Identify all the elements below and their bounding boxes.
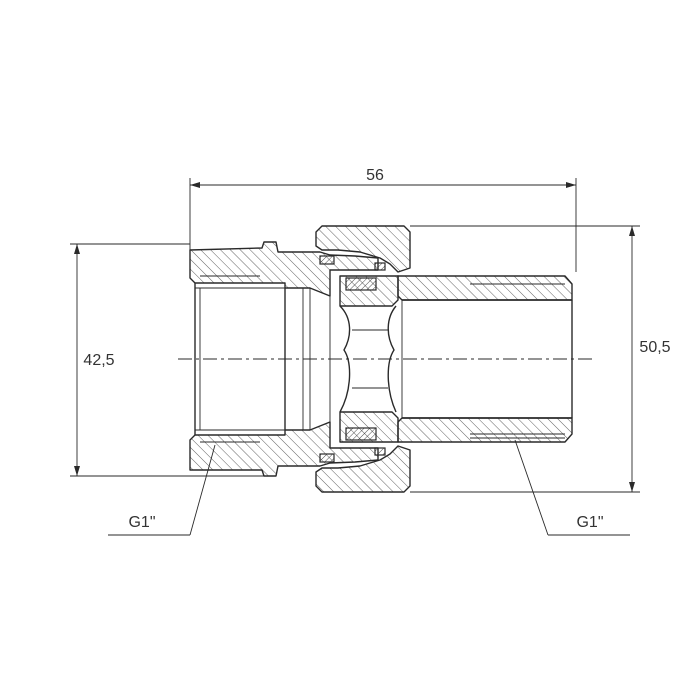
gasket-lower — [345, 427, 377, 441]
ring-small-lower — [374, 447, 386, 456]
thread-label-left: G1" — [128, 514, 155, 531]
dimension-right-diameter-value: 50,5 — [639, 339, 670, 356]
thread-leader-left: G1" — [108, 444, 216, 536]
dimension-right-diameter: 50,5 — [410, 225, 671, 493]
gasket-upper — [345, 277, 377, 291]
inner-seat — [339, 305, 397, 413]
dimension-left-diameter: 42,5 — [70, 243, 264, 477]
thread-label-right: G1" — [576, 514, 603, 531]
union-nut-lower — [315, 445, 411, 493]
o-ring-lower — [319, 453, 335, 463]
o-ring-upper — [319, 255, 335, 265]
dimension-length-value: 56 — [366, 167, 384, 184]
union-nut-upper — [315, 225, 411, 273]
right-nipple-upper-section — [397, 275, 573, 301]
ring-small-upper — [374, 262, 386, 271]
union-nut — [315, 225, 411, 493]
dimension-length: 56 — [189, 167, 577, 272]
thread-leader-right: G1" — [514, 439, 630, 536]
dimension-left-diameter-value: 42,5 — [83, 352, 114, 369]
